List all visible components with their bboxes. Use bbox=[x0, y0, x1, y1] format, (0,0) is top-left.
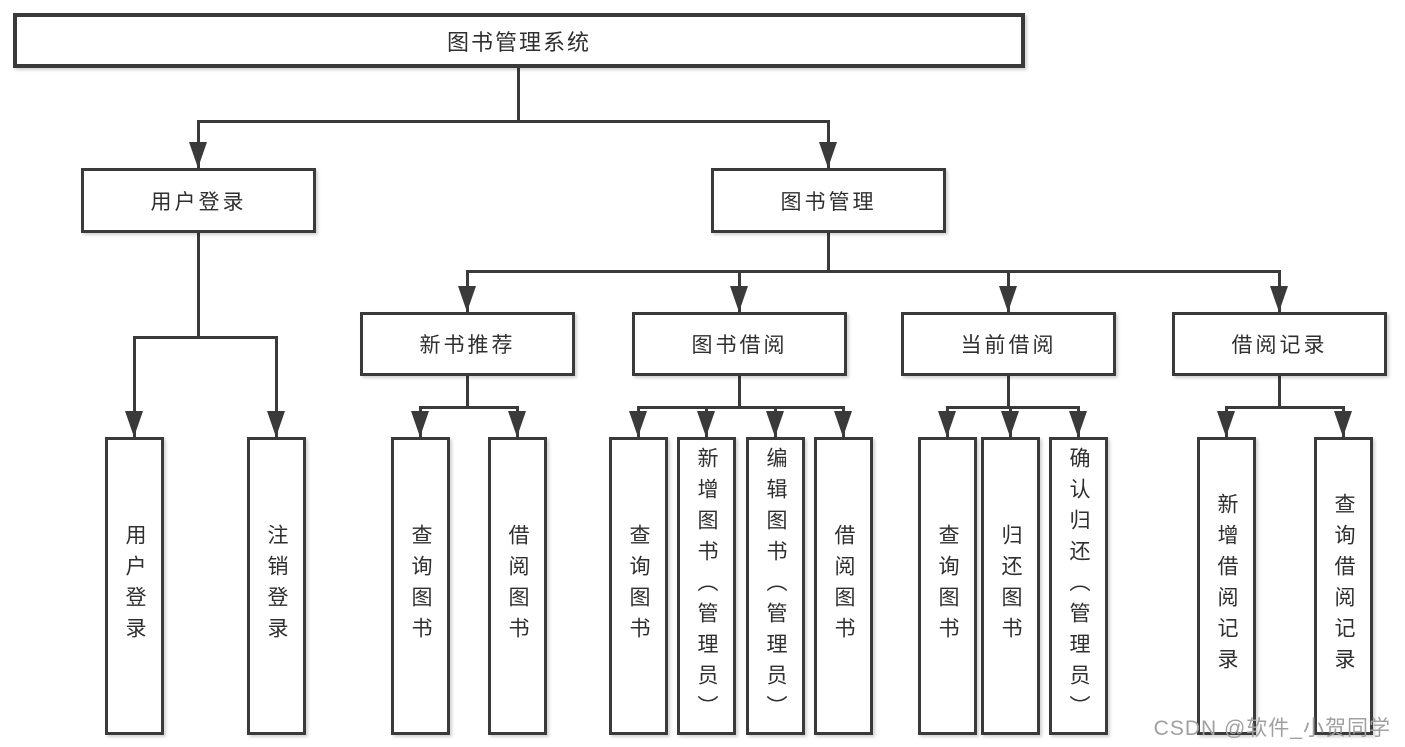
connector-line bbox=[827, 233, 830, 270]
node-library-management-system: 图书管理系统 bbox=[13, 13, 1025, 68]
connector-line bbox=[946, 406, 1080, 409]
node-label: 借阅记录 bbox=[1231, 334, 1328, 357]
node-label: 新书推荐 bbox=[419, 334, 516, 357]
arrow-down-icon bbox=[629, 411, 647, 437]
connector-line bbox=[275, 336, 278, 437]
arrow-down-icon bbox=[458, 286, 476, 312]
connector-line bbox=[517, 68, 520, 120]
arrow-down-icon bbox=[834, 411, 852, 437]
leaf-label: 归还图书 bbox=[999, 524, 1022, 648]
arrow-down-icon bbox=[125, 411, 143, 437]
connector-line bbox=[738, 376, 741, 406]
leaf-add-borrow-record: 新增借阅记录 bbox=[1197, 437, 1256, 735]
leaf-borrow-books-recommend: 借阅图书 bbox=[488, 437, 547, 735]
arrow-down-icon bbox=[267, 411, 285, 437]
leaf-query-books-borrow: 查询图书 bbox=[609, 437, 668, 735]
arrow-down-icon bbox=[697, 411, 715, 437]
leaf-add-books-admin: 新增图书（管理员） bbox=[677, 437, 736, 735]
arrow-down-icon bbox=[1334, 411, 1352, 437]
node-label: 图书管理系统 bbox=[446, 29, 591, 55]
leaf-user-login: 用户登录 bbox=[105, 437, 164, 735]
leaf-label: 查询图书 bbox=[936, 524, 959, 648]
node-user-login: 用户登录 bbox=[81, 168, 316, 233]
node-label: 当前借阅 bbox=[960, 334, 1057, 357]
leaf-label: 借阅图书 bbox=[832, 524, 855, 648]
leaf-label: 新增借阅记录 bbox=[1215, 493, 1238, 679]
connector-line bbox=[637, 406, 845, 409]
leaf-label: 借阅图书 bbox=[506, 524, 529, 648]
leaf-query-books-current: 查询图书 bbox=[918, 437, 977, 735]
leaf-label: 用户登录 bbox=[123, 524, 146, 648]
leaf-label: 查询图书 bbox=[409, 524, 432, 648]
leaf-edit-books-admin: 编辑图书（管理员） bbox=[746, 437, 805, 735]
leaf-return-books: 归还图书 bbox=[981, 437, 1040, 735]
arrow-down-icon bbox=[411, 411, 429, 437]
leaf-label: 确认归还（管理员） bbox=[1067, 446, 1090, 726]
arrow-down-icon bbox=[189, 142, 207, 168]
leaf-label: 注销登录 bbox=[265, 524, 288, 648]
connector-line bbox=[197, 120, 830, 123]
connector-line bbox=[1225, 406, 1345, 409]
leaf-confirm-return-admin: 确认归还（管理员） bbox=[1049, 437, 1108, 735]
node-label: 用户登录 bbox=[150, 190, 247, 214]
leaf-query-books-recommend: 查询图书 bbox=[391, 437, 450, 735]
leaf-query-borrow-record: 查询借阅记录 bbox=[1314, 437, 1373, 735]
arrow-down-icon bbox=[1001, 411, 1019, 437]
arrow-down-icon bbox=[819, 142, 837, 168]
leaf-borrow-books: 借阅图书 bbox=[814, 437, 873, 735]
node-label: 图书管理 bbox=[780, 190, 877, 214]
leaf-label: 编辑图书（管理员） bbox=[764, 446, 787, 726]
arrow-down-icon bbox=[1069, 411, 1087, 437]
leaf-logout: 注销登录 bbox=[247, 437, 306, 735]
leaf-label: 查询借阅记录 bbox=[1332, 493, 1355, 679]
arrow-down-icon bbox=[766, 411, 784, 437]
arrow-down-icon bbox=[730, 286, 748, 312]
arrow-down-icon bbox=[938, 411, 956, 437]
arrow-down-icon bbox=[1270, 286, 1288, 312]
connector-line bbox=[133, 336, 278, 339]
node-new-book-recommend: 新书推荐 bbox=[360, 312, 575, 376]
arrow-down-icon bbox=[508, 411, 526, 437]
connector-line bbox=[466, 376, 469, 406]
arrow-down-icon bbox=[1217, 411, 1235, 437]
node-borrow-records: 借阅记录 bbox=[1172, 312, 1387, 376]
arrow-down-icon bbox=[999, 286, 1017, 312]
node-book-borrow: 图书借阅 bbox=[632, 312, 847, 376]
leaf-label: 查询图书 bbox=[627, 524, 650, 648]
connector-line bbox=[1278, 376, 1281, 406]
connector-line bbox=[419, 406, 519, 409]
node-label: 图书借阅 bbox=[691, 334, 788, 357]
connector-line bbox=[197, 233, 200, 336]
connector-line bbox=[133, 336, 136, 437]
connector-line bbox=[1007, 376, 1010, 406]
node-book-management: 图书管理 bbox=[711, 168, 946, 233]
watermark: CSDN @软件_小贺同学 bbox=[1153, 717, 1391, 740]
node-current-borrow: 当前借阅 bbox=[901, 312, 1116, 376]
leaf-label: 新增图书（管理员） bbox=[695, 446, 718, 726]
connector-line bbox=[466, 270, 1280, 273]
